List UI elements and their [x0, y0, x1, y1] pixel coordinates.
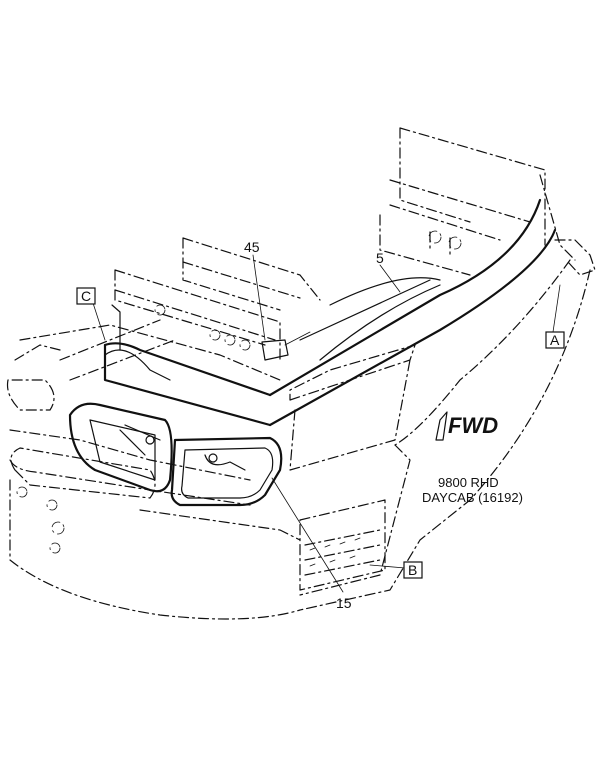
caption-model: 9800 RHD	[438, 475, 499, 490]
module-45	[261, 331, 311, 361]
marker-light-cavity	[68, 402, 173, 493]
cab-crossmember	[103, 198, 557, 427]
wiring-harness	[104, 277, 441, 381]
leader-lines	[92, 254, 561, 593]
ref-box-c-label: C	[81, 288, 91, 304]
ref-box-b-label: B	[408, 562, 417, 578]
ref-box-a-label: A	[550, 332, 560, 348]
callout-15: 15	[336, 595, 352, 611]
bumper-body	[6, 259, 591, 620]
fwd-label: FWD	[448, 413, 498, 438]
callout-5: 5	[376, 250, 384, 266]
ref-box-b: B	[403, 561, 423, 579]
step-assembly	[299, 499, 386, 591]
ref-box-a: A	[545, 331, 565, 349]
frame-rails	[59, 127, 596, 381]
callout-45: 45	[244, 239, 260, 255]
caption-cab: DAYCAB (16192)	[422, 490, 523, 505]
fwd-direction-mark: FWD	[435, 411, 498, 441]
headlight-housing	[170, 436, 283, 507]
ref-box-c: C	[76, 287, 96, 305]
